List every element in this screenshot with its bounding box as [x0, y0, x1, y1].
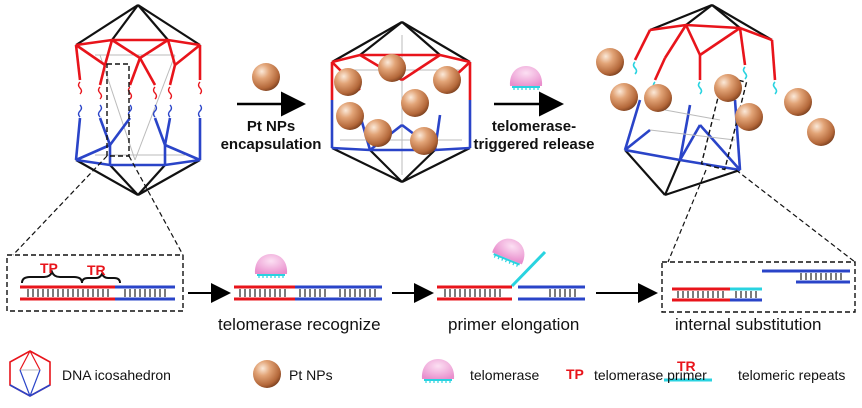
icosahedron-loaded — [330, 21, 472, 183]
step1-line2: encapsulation — [220, 136, 322, 153]
telomerase-icon — [420, 358, 456, 384]
telomerase-recognize-graphic — [234, 253, 382, 301]
legend-telomerase: telomerase — [470, 367, 540, 383]
primer-duplex — [20, 269, 175, 301]
legend-tp-tag: TP — [566, 366, 584, 382]
legend-icosahedron: DNA icosahedron — [62, 367, 171, 383]
internal-substitution-graphic — [672, 269, 850, 302]
stage3-caption: internal substitution — [675, 315, 822, 334]
legend-ptnps: Pt NPs — [289, 367, 333, 383]
step1-line1: Pt NPs — [246, 118, 296, 135]
step2-line2: triggered release — [473, 136, 595, 153]
legend-tr-tag: TR — [677, 358, 696, 374]
step2-line1: telomerase- — [491, 118, 577, 135]
step2-label: telomerase- triggered release — [470, 118, 598, 154]
dna-icosahedron-icon — [9, 350, 51, 397]
pt-nanoparticle-icon — [253, 360, 281, 388]
stage2-caption: primer elongation — [448, 315, 580, 334]
pt-nanoparticle-icon — [252, 63, 280, 91]
icosahedron-released — [596, 3, 835, 197]
legend-tp-label: telomerase primer — [594, 367, 707, 383]
step1-label: Pt NPs encapsulation — [216, 118, 326, 154]
telomerase-icon — [508, 65, 544, 91]
primer-elongation-graphic — [437, 232, 585, 301]
tp-tag: TP — [40, 260, 58, 276]
legend-tr-label: telomeric repeats — [738, 367, 846, 383]
tr-tag: TR — [87, 262, 106, 278]
icosahedron-open — [74, 4, 203, 196]
stage1-caption: telomerase recognize — [218, 315, 381, 334]
